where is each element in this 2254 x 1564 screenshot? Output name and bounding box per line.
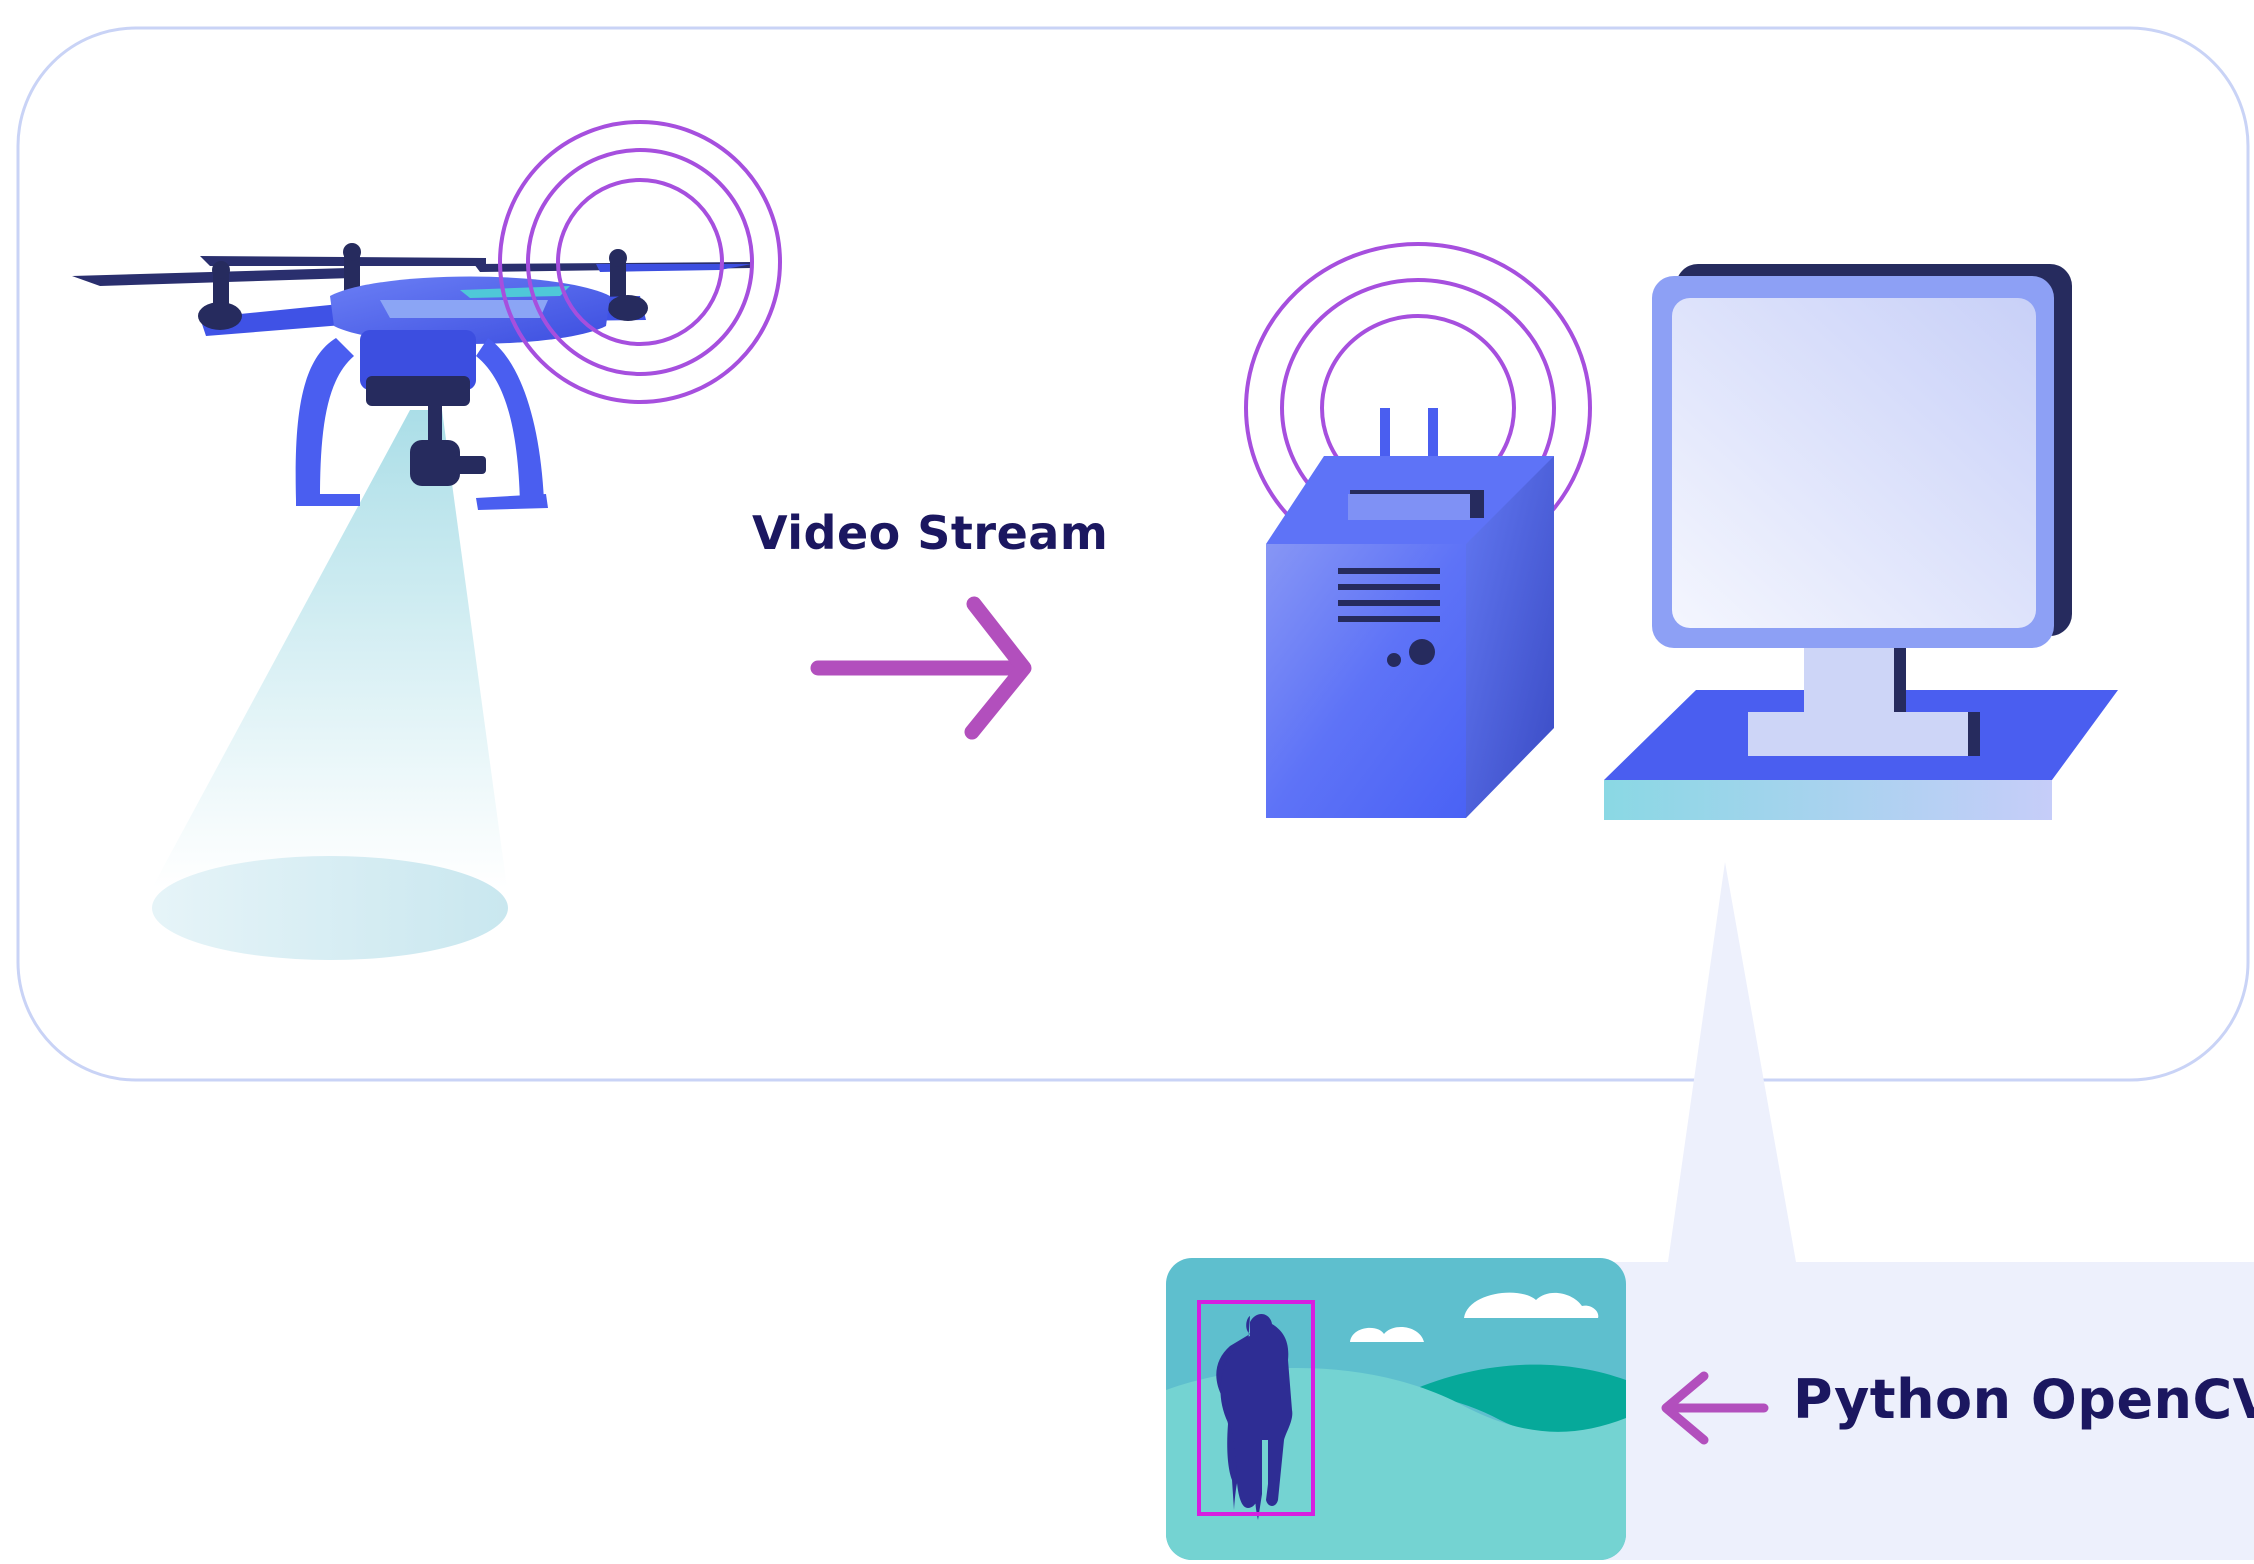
drone-icon [72, 243, 752, 960]
server-tower-icon [1266, 408, 1554, 818]
scene-frame [16, 26, 2250, 1082]
arrow-left-icon [1661, 1371, 1769, 1445]
wireless-signal-icon [498, 120, 782, 404]
video-stream-label: Video Stream [752, 506, 1109, 560]
detection-frame-icon [1166, 1258, 1626, 1560]
python-opencv-label: Python OpenCV [1793, 1368, 2254, 1431]
callout-panel [1596, 862, 2254, 1560]
arrow-right-icon [810, 596, 1032, 740]
monitor-icon [1604, 264, 2118, 820]
